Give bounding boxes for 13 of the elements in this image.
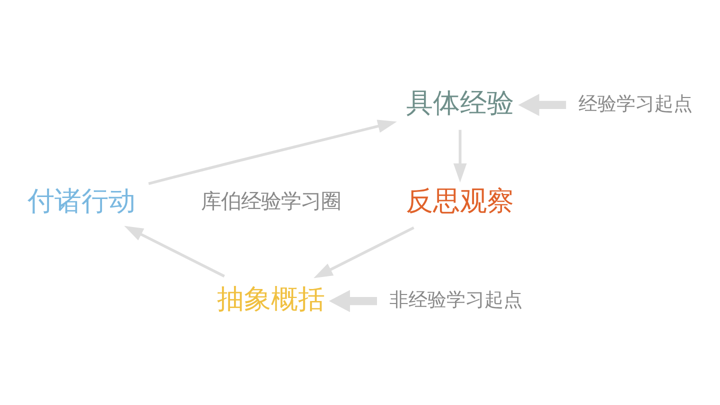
node-text: 经验学习起点 — [578, 92, 693, 114]
arrow — [314, 226, 414, 278]
node-text: 非经验学习起点 — [390, 288, 522, 311]
node-text: 反思观察 — [406, 185, 514, 216]
node-text: 抽象概括 — [216, 283, 325, 314]
arrow — [148, 119, 397, 185]
arrow — [453, 129, 467, 182]
arrow — [328, 290, 377, 312]
arrow — [518, 93, 566, 116]
node-text: 付诸行动 — [28, 185, 136, 216]
arrow — [124, 225, 225, 277]
node-text: 具体经验 — [406, 87, 514, 118]
label: 库伯经验学习圈 — [200, 188, 341, 212]
